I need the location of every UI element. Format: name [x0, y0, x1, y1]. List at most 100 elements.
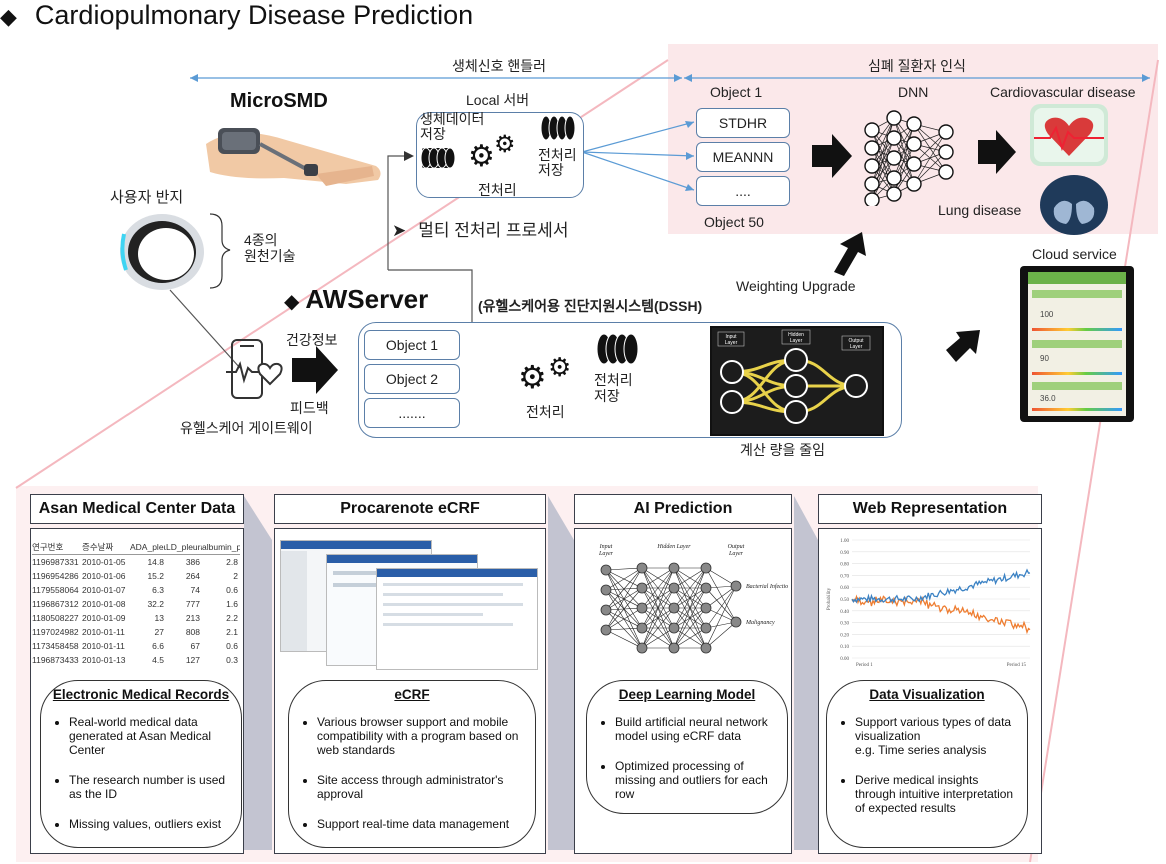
cloud-phone: 100 90 36.0 — [1020, 266, 1134, 422]
aw-preproc-store-label: 전처리 저장 — [594, 372, 633, 404]
gear-icon: ⚙ — [518, 359, 547, 395]
table-cell: 1196873433 — [32, 655, 79, 665]
pill-title-viz: Data Visualization — [869, 687, 985, 702]
table-cell: 2010-01-11 — [82, 641, 125, 651]
table-cell: 2010-01-09 — [82, 613, 126, 623]
cloud-service-label: Cloud service — [1032, 246, 1117, 262]
ai-nn-node — [636, 582, 648, 594]
dnn-label: DNN — [898, 84, 929, 100]
table-header-cell: 연구번호 — [32, 542, 64, 552]
table-cell: 13 — [154, 613, 164, 623]
table-cell: 67 — [190, 641, 200, 651]
panel-header-web: Web Representation — [818, 494, 1042, 524]
table-cell: 2.1 — [226, 627, 238, 637]
pill-ecrf: eCRF Various browser support and mobile … — [288, 680, 536, 848]
preproc-store-label: 전처리 저장 — [538, 147, 577, 178]
health-info-label: 건강정보 — [286, 332, 338, 348]
heart-image — [1030, 104, 1108, 166]
table-cell: 213 — [185, 613, 200, 623]
cloud-value-1: 100 — [1040, 310, 1054, 319]
table-cell: 2010-01-11 — [82, 627, 125, 637]
bullet: Build artificial neural network model us… — [615, 715, 779, 743]
dnn-node — [906, 116, 922, 132]
panel-header-ecrf: Procarenote eCRF — [274, 494, 546, 524]
table-cell: 2010-01-06 — [82, 571, 126, 581]
table-cell: 2010-01-13 — [82, 655, 126, 665]
bio-handler-label: 생체신호 핸들러 — [452, 58, 547, 74]
table-cell: 2010-01-08 — [82, 599, 126, 609]
table-header-cell: LD_pleura — [166, 542, 202, 552]
table-cell: 14.8 — [147, 557, 164, 567]
cardio-label: Cardiovascular disease — [990, 84, 1136, 100]
dnn-node — [864, 192, 880, 206]
bullet: The research number is used as the ID — [69, 773, 233, 801]
ai-nn-node — [600, 604, 612, 616]
y-tick-label: 0.40 — [840, 610, 849, 615]
table-cell: 1179558064 — [32, 585, 79, 595]
ai-nn-node — [730, 580, 742, 592]
local-server-label: Local 서버 — [466, 92, 530, 108]
pill-list-dl: Build artificial neural network model us… — [597, 715, 779, 817]
preproc-label: 전처리 — [478, 182, 517, 198]
y-tick-label: 0.70 — [840, 574, 849, 579]
table-header-cell: ADA_pleu — [130, 542, 166, 552]
microsmd-label: MicroSMD — [230, 90, 328, 112]
ai-nn-node — [600, 564, 612, 576]
dssh-label: (유헬스케어용 진단지원시스템(DSSH) — [478, 298, 703, 314]
nn-node — [720, 390, 744, 414]
awserver-label: ◆AWServer — [284, 284, 429, 314]
object50-label: Object 50 — [704, 214, 764, 230]
ai-nn-node — [636, 562, 648, 574]
table-cell: 2010-01-05 — [82, 557, 126, 567]
bullet: Optimized processing of missing and outl… — [615, 759, 779, 801]
multi-processor-label: ➤멀티 전처리 프로세서 — [392, 221, 569, 240]
pill-title-ecrf: eCRF — [394, 687, 430, 702]
bullet: Real-world medical data generated at Asa… — [69, 715, 233, 757]
object-meannn: MEANNN — [696, 142, 790, 172]
object-stdhr: STDHR — [696, 108, 790, 138]
bio-data-store-label: 생체데이터 저장 — [420, 111, 485, 142]
table-cell: 32.2 — [147, 599, 164, 609]
bullet: Support various types of data visualizat… — [855, 715, 1019, 757]
wrist-device-image — [206, 128, 381, 186]
bullet: Missing values, outliers exist — [69, 817, 233, 831]
table-cell: 15.2 — [147, 571, 164, 581]
ai-nn-node — [668, 642, 680, 654]
ai-nn-node — [636, 602, 648, 614]
dnn-node — [906, 136, 922, 152]
nn-node — [784, 374, 808, 398]
cloud-value-2: 90 — [1040, 354, 1049, 363]
object1-label: Object 1 — [710, 84, 763, 100]
dnn-node — [886, 150, 902, 166]
ai-nn-node — [600, 624, 612, 636]
table-cell: 1196987331 — [32, 557, 79, 567]
gear-icon: ⚙ — [468, 140, 495, 173]
table-cell: 74 — [190, 585, 200, 595]
aw-object-2: Object 2 — [364, 364, 460, 394]
aw-object-more: ....... — [364, 398, 460, 428]
dnn-node — [864, 140, 880, 156]
panel-header-asan: Asan Medical Center Data — [30, 494, 244, 524]
nn-node — [784, 348, 808, 372]
dnn-node — [938, 124, 954, 140]
y-tick-label: 1.00 — [840, 539, 849, 544]
table-cell: 1196867312 — [32, 599, 79, 609]
y-tick-label: 0.90 — [840, 551, 849, 556]
table-cell: 0.6 — [226, 641, 238, 651]
table-cell: 2.8 — [226, 557, 238, 567]
table-cell: 2010-01-07 — [82, 585, 126, 595]
y-tick-label: 0.00 — [840, 657, 849, 662]
dnn-node — [906, 176, 922, 192]
table-cell: 1196954286 — [32, 571, 79, 581]
ai-hidden-label: Hidden Layer — [656, 544, 691, 550]
dnn-node — [886, 110, 902, 126]
page-title: ◆Cardiopulmonary Disease Prediction — [0, 0, 474, 30]
ai-nn-node — [700, 622, 712, 634]
series-blue-line — [851, 568, 1031, 604]
